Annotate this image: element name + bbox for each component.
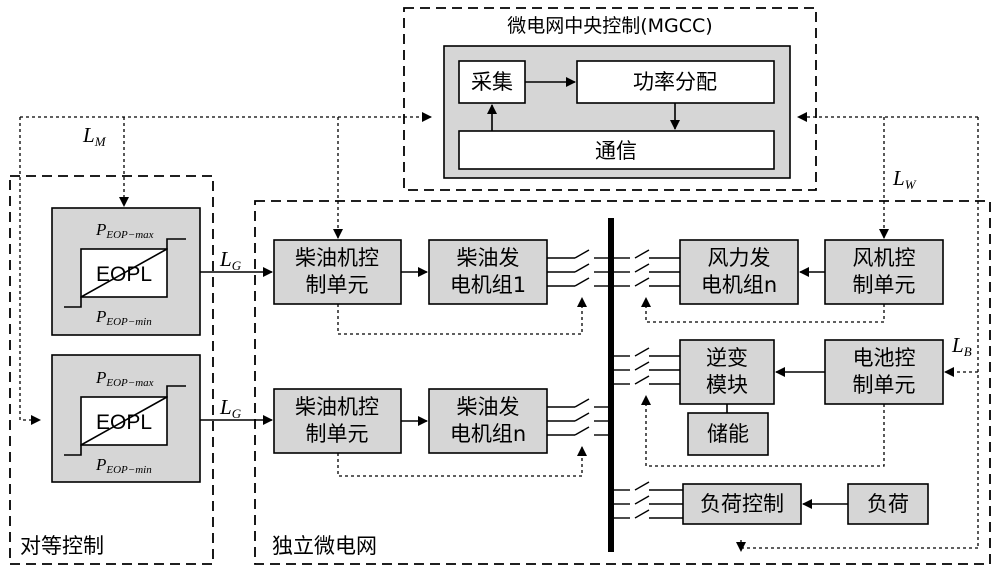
wind-feedback (641, 297, 885, 323)
eopl-limit-curve-2 (64, 385, 186, 456)
mgcc-region (403, 7, 817, 191)
battery-feedback (641, 395, 885, 467)
load-control (682, 483, 802, 525)
diesel-controller-1-line1: 柴油机控 (295, 246, 379, 270)
wind-generator-line2: 电机组n (701, 273, 777, 297)
battery-controller-line1: 电池控 (853, 346, 916, 370)
mgcc-title: 微电网中央控制(MGCC) (507, 15, 712, 37)
switch-wind (614, 249, 680, 287)
load-control-label: 负荷控制 (700, 492, 784, 516)
wind-controller (824, 239, 944, 305)
power-allocation-label: 功率分配 (633, 70, 717, 94)
ac-bus-bar (608, 218, 614, 552)
power-allocation-box (576, 60, 775, 104)
eopl-pmin-2: PEOP−min (95, 455, 152, 476)
switch-diesel-n (547, 398, 608, 436)
lm-comm-line (19, 117, 41, 425)
eopl-label-1: EOPL (96, 263, 152, 286)
energy-storage (687, 412, 769, 456)
eopl-pmin-1: PEOP−min (95, 307, 152, 328)
wind-generator-line1: 风力发 (708, 246, 771, 270)
wind-generator (679, 239, 799, 305)
diesel-controller-1 (273, 239, 402, 305)
diesel-controller-n (273, 388, 402, 454)
load-label: 负荷 (867, 492, 909, 516)
diesel-generator-1-line1: 柴油发 (457, 246, 520, 270)
communication-label: 通信 (595, 139, 637, 163)
wind-controller-line1: 风机控 (853, 246, 916, 270)
peer-control-label: 对等控制 (20, 534, 104, 558)
inverter-line1: 逆变 (706, 346, 748, 370)
collect-label: 采集 (471, 70, 513, 94)
eopl-limit-curve-1 (64, 238, 186, 308)
eopl-pmax-2: PEOP−max (95, 368, 154, 389)
load-comm-line (740, 547, 978, 550)
eopl-label-2: EOPL (96, 411, 152, 434)
communication-box (458, 130, 775, 170)
diesel-1-feedback (337, 297, 587, 335)
diesel-controller-n-line1: 柴油机控 (295, 395, 379, 419)
energy-storage-label: 储能 (707, 422, 749, 446)
load-box (847, 483, 929, 525)
diesel-controller-1-line2: 制单元 (306, 273, 369, 297)
diesel-generator-n (428, 388, 548, 454)
lg-label-2: LG (219, 395, 242, 421)
inverter-line2: 模块 (706, 373, 748, 397)
switch-inverter (614, 347, 680, 385)
battery-controller-line2: 制单元 (853, 373, 916, 397)
microgrid-region (254, 200, 991, 565)
diesel-generator-1 (428, 239, 548, 305)
diesel-generator-1-line2: 电机组1 (450, 273, 526, 297)
wind-controller-line2: 制单元 (853, 273, 916, 297)
microgrid-label: 独立微电网 (272, 534, 377, 558)
diesel-n-feedback (337, 446, 587, 477)
switch-load (614, 481, 683, 519)
lb-label: LB (951, 333, 972, 359)
diesel-controller-n-line2: 制单元 (306, 422, 369, 446)
lw-label: LW (892, 166, 917, 192)
peer-control-region (9, 175, 214, 565)
diesel-generator-n-line2: 电机组n (450, 422, 526, 446)
lg-label-1: LG (219, 247, 242, 273)
lm-label: LM (82, 123, 107, 149)
eopl-pmax-1: PEOP−max (95, 220, 154, 241)
diesel-generator-n-line1: 柴油发 (457, 395, 520, 419)
switch-diesel-1 (547, 249, 608, 287)
